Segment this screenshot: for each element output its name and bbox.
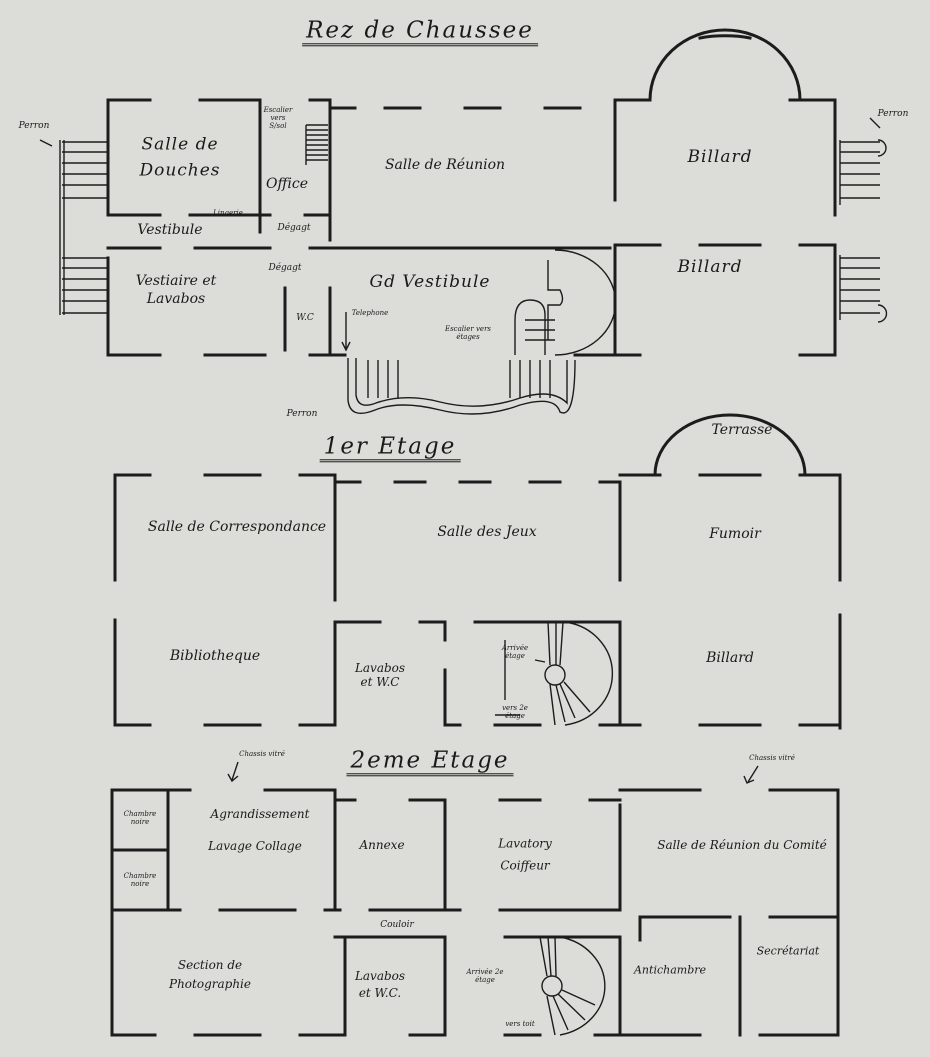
label-perron-right: Perron — [877, 108, 909, 119]
label-lavage-collage: Lavage Collage — [208, 839, 302, 854]
first-floor-walls — [113, 413, 842, 730]
label-bibliotheque: Bibliotheque — [169, 647, 261, 664]
label-lavabos-wc-1: Lavabos et W.C — [354, 661, 406, 689]
label-antichambre: Antichambre — [633, 963, 707, 977]
label-fumoir: Fumoir — [709, 525, 761, 542]
label-section-photo: Section de Photographie — [169, 957, 251, 991]
label-grand-vestibule: Gd Vestibule — [369, 272, 491, 293]
label-chassis-right: Chassis vitré — [749, 753, 795, 762]
second-floor-spiral-stair — [539, 936, 606, 1036]
label-degagt-2: Dégagt — [268, 262, 302, 273]
first-floor-title: 1er Etage — [319, 433, 461, 463]
label-billard-first: Billard — [706, 649, 754, 666]
label-chambre-noire-2: Chambre noire — [123, 871, 157, 888]
label-escalier-sol: Escalier vers S/sol — [263, 105, 293, 131]
label-salle-douches: Salle de Douches — [139, 134, 221, 181]
annotation-arrows — [39, 117, 881, 784]
label-vers-toit: vers toit — [505, 1019, 535, 1028]
label-annexe: Annexe — [359, 838, 405, 853]
label-billard-1: Billard — [687, 147, 753, 168]
label-salle-correspondance: Salle de Correspondance — [147, 518, 327, 535]
label-secretariat: Secrétariat — [756, 944, 820, 958]
label-salle-jeux: Salle des Jeux — [437, 523, 537, 540]
label-office: Office — [266, 175, 308, 192]
label-agrandissement: Agrandissement — [210, 807, 310, 822]
label-terrasse: Terrasse — [711, 421, 773, 438]
label-salle-reunion-comite: Salle de Réunion du Comité — [657, 837, 827, 852]
label-salle-reunion: Salle de Réunion — [384, 156, 506, 173]
label-chassis-left: Chassis vitré — [239, 749, 285, 758]
label-arrivee-etage-2: Arrivée 2e étage — [466, 967, 504, 984]
label-wc: W.C — [296, 312, 314, 323]
label-chambre-noire-1: Chambre noire — [123, 809, 157, 826]
label-vestiaire: Vestiaire et Lavabos — [135, 272, 217, 307]
label-billard-2: Billard — [677, 257, 743, 278]
label-perron-left: Perron — [18, 120, 50, 131]
ground-floor-title: Rez de Chaussee — [302, 17, 538, 47]
label-arrivee-etage-1: Arrivée étage — [501, 643, 529, 660]
label-telephone: Telephone — [351, 308, 389, 317]
label-lingerie: Lingerie — [213, 208, 243, 217]
label-degagt-1: Dégagt — [277, 222, 311, 233]
second-floor-title: 2eme Etage — [346, 747, 514, 777]
label-vestibule: Vestibule — [137, 221, 203, 238]
second-floor-walls — [110, 788, 840, 1037]
label-perron-bottom: Perron — [286, 408, 318, 419]
label-escalier-etages: Escalier vers étages — [444, 324, 492, 341]
label-vers-etage: vers 2e étage — [502, 703, 528, 720]
label-couloir: Couloir — [380, 919, 414, 930]
ground-floor-stairs — [59, 124, 888, 415]
first-floor-spiral-stair — [495, 621, 614, 726]
label-lavabos-wc-2: Lavabos et W.C. — [354, 969, 406, 1000]
label-lavatory: Lavatory Coiffeur — [498, 836, 552, 872]
